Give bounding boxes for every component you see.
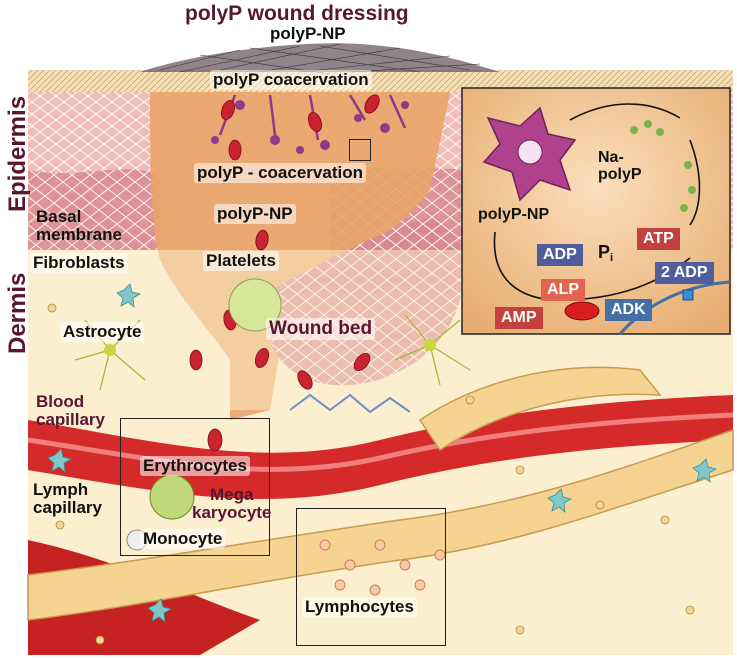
inset-polyp-np-label: polyP-NP: [478, 206, 550, 223]
inset-zoom-box: [349, 139, 371, 161]
lymph-capillary: [27, 428, 734, 621]
platelets-label: Platelets: [203, 251, 279, 271]
megakaryocyte-line-2: karyocyte: [192, 502, 272, 522]
dermis-small-cells: [47, 303, 695, 645]
inset-arrow-right: [689, 139, 701, 226]
pi-label: Pi: [598, 243, 613, 265]
adk-badge: ADK: [605, 299, 652, 321]
blood-capillary-line-1: Blood: [36, 392, 85, 411]
blood-capillary-line-2: capillary: [36, 409, 105, 429]
megakaryocyte-line-1: Mega: [210, 485, 254, 504]
lymph-capillary-label: Lymph capillary: [33, 481, 102, 517]
erythrocytes-label: Erythrocytes: [140, 456, 250, 476]
astrocyte-body: [104, 344, 116, 356]
inset-nanoparticles: [630, 120, 696, 212]
teal-cells: [47, 283, 718, 623]
na-polyp-line-1: Na-: [598, 149, 624, 166]
na-polyp-label: Na- polyP: [598, 149, 642, 184]
capillary-detail-box: [120, 418, 270, 556]
stratum-corneum: [28, 70, 733, 92]
basal-membrane-label: Basal membrane: [36, 208, 122, 244]
lymph-cells: [319, 539, 446, 596]
megakaryocyte-label: Mega karyocyte: [192, 486, 271, 522]
na-polyp-line-2: polyP: [598, 165, 642, 183]
alp-badge: ALP: [541, 279, 585, 301]
polyp-np-top-label: polyP-NP: [270, 24, 346, 43]
lymph-capillary-line-2: capillary: [33, 497, 102, 517]
amp-badge: AMP: [495, 307, 543, 329]
inset-nucleus: [517, 139, 543, 165]
atp-badge: ATP: [637, 228, 680, 250]
polyp-particles: [211, 100, 409, 154]
adp-badge: ADP: [537, 244, 583, 266]
wound-bed-label: Wound bed: [266, 318, 376, 340]
basal-membrane-line-2: membrane: [36, 224, 122, 244]
basal-layer: [28, 169, 160, 250]
dressing-fibers: [159, 43, 481, 75]
astrocyte-body-2: [424, 339, 436, 351]
astrocyte-label: Astrocyte: [60, 322, 145, 342]
lymphocytes-label: Lymphocytes: [302, 597, 417, 617]
two-adp-badge: 2 ADP: [655, 262, 714, 284]
inset-transporter: [682, 289, 694, 301]
blood-capillary-label: Blood capillary: [36, 393, 105, 429]
dermis-side-label: Dermis: [4, 272, 31, 354]
pi-subscript: i: [610, 252, 614, 264]
inset-membrane: [618, 280, 731, 335]
epidermis-side-label: Epidermis: [4, 95, 31, 212]
coacervation-top-label: polyP coacervation: [210, 70, 372, 90]
lymph-vessel-upper: [418, 366, 662, 452]
inset-enzyme: [564, 301, 600, 321]
inset-arrow-top: [569, 103, 681, 121]
coacervation-mid-label: polyP - coacervation: [194, 163, 366, 183]
lymph-capillary-line-1: Lymph: [33, 480, 89, 499]
fibroblasts-label: Fibroblasts: [30, 253, 128, 273]
lymphocyte-detail-box: [296, 508, 446, 646]
diagram-title: polyP wound dressing: [185, 2, 409, 25]
erythrocytes-cells: [189, 94, 380, 452]
blue-network: [289, 393, 411, 414]
monocyte-label: Monocyte: [140, 529, 226, 549]
basal-membrane-line-1: Basal: [36, 207, 82, 226]
polyp-np-label: polyP-NP: [214, 204, 296, 224]
pi-main: P: [598, 242, 611, 262]
